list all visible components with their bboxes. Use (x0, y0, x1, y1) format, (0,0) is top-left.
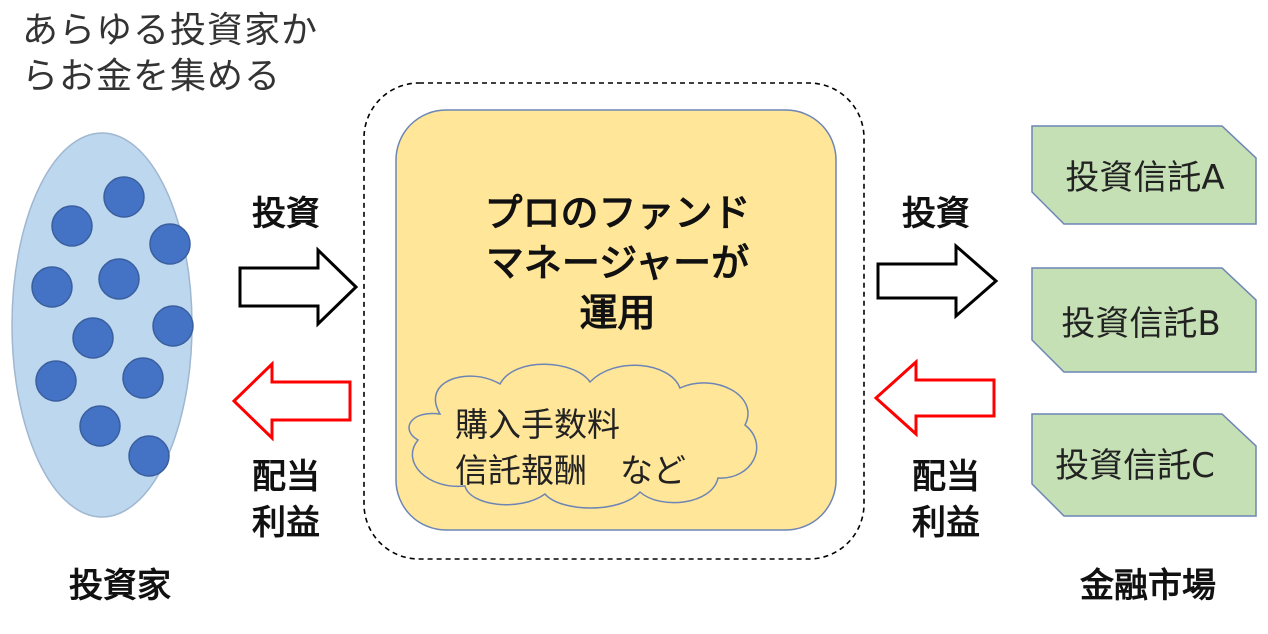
fund-card-c (1031, 413, 1257, 517)
investor-dot (152, 305, 194, 347)
investor-label: 投資家 (69, 566, 171, 606)
fund-manager-title: プロのファンド マネージャーが 運用 (484, 191, 751, 335)
fund-card-a (1031, 125, 1257, 225)
right-invest-label: 投資 (902, 194, 970, 234)
left-return-label: 配当 利益 (252, 457, 320, 543)
left-return-arrow (231, 360, 352, 442)
investor-dot (122, 357, 164, 399)
right-invest-arrow (876, 242, 999, 320)
investor-dot (98, 258, 140, 300)
right-return-arrow (873, 358, 996, 438)
market-label: 金融市場 (1080, 566, 1216, 606)
investor-dot (31, 266, 73, 308)
investor-dot (72, 317, 114, 359)
fund-a-label: 投資信託A (1065, 158, 1225, 198)
fees-cloud (408, 363, 758, 509)
fund-b-label: 投資信託B (1061, 304, 1221, 344)
investor-dot (79, 405, 121, 447)
investor-dot (51, 205, 93, 247)
right-return-label: 配当 利益 (912, 457, 980, 543)
fund-card-b (1031, 267, 1257, 373)
fund-c-label: 投資信託C (1055, 446, 1215, 486)
left-invest-arrow (238, 246, 359, 328)
investor-dot (103, 176, 145, 218)
fees-note: 購入手数料 信託報酬 など (455, 405, 686, 490)
caption-text: あらゆる投資家か らお金を集める (22, 10, 319, 97)
investor-dot (128, 435, 170, 477)
fund-management-frame (363, 82, 865, 560)
investor-dot (149, 223, 191, 265)
left-invest-label: 投資 (252, 194, 320, 234)
investor-dots (31, 176, 194, 477)
investor-dot (35, 360, 77, 402)
